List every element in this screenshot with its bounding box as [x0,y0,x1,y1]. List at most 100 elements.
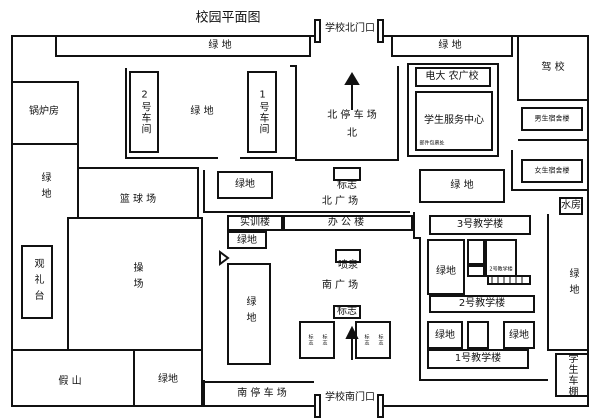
north-gate-pillar-left [314,19,321,43]
green-label-n2: 绿 地 [438,40,462,51]
workshop-1 [247,71,277,153]
green-b3 [427,239,465,295]
north-arrow [344,72,360,110]
right-green [547,214,588,351]
service-center [415,91,493,151]
plaque-c-label: 标志 [363,334,370,346]
girls-dorm-label: 女生宿舍楼 [534,166,570,175]
green-lower-label: 绿地 [158,374,178,385]
north-parking-label: 北 停 车 场 [327,110,377,121]
tv-univ [415,67,491,87]
water-room-label: 水房 [561,200,581,211]
green-small-label: 绿地 [237,235,257,246]
north-square-edge [203,170,410,213]
bldg1 [427,349,529,369]
south-gate-pillar-left [314,394,321,418]
green-b1-right [503,321,535,349]
green-b1-right-label: 绿地 [509,330,529,341]
service-center-label: 学生服务中心 [424,115,484,126]
office-label: 办 公 楼 [327,217,365,228]
driving-school-label: 驾 校 [541,62,565,73]
bldg2-label: 2号教学楼 [458,298,506,309]
green-label-workshop: 绿 地 [190,106,214,117]
fountain [335,249,361,263]
green-nsq-right-label: 绿 地 [450,180,474,191]
boys-dorm-label: 男生宿舍楼 [534,114,570,123]
bldg1-label: 1号教学楼 [454,353,502,364]
green-label-n1: 绿 地 [208,40,232,51]
bldg2 [429,295,535,313]
training-label: 实训楼 [240,217,270,228]
green-nsq-left-label: 绿地 [235,179,255,190]
green-small [227,231,267,249]
railing [487,275,531,285]
review-stand-label: 观礼台 [32,258,43,306]
plaque-group-right [355,321,391,359]
teaching-zone [413,212,548,381]
green-left-label: 绿地 [39,172,50,204]
service-small-label: 邮件包裹处 [419,140,445,147]
rockery-label: 假 山 [58,376,82,387]
girls-dorm [521,159,583,183]
small-bldg-b [467,265,485,277]
boys-dorm [521,107,583,131]
north-label: 北 [347,128,357,139]
service-block [407,63,499,157]
green-lower [133,349,203,407]
tv-univ-label: 电大 农广校 [425,71,479,82]
sign-south [333,305,361,319]
playground-label: 操场 [131,262,142,294]
basketball-label: 篮 球 场 [119,194,157,205]
workshop-2-label: 2号车间 [139,89,150,135]
green-right-label: 绿地 [567,268,578,300]
plaque-b-label: 标志 [321,334,328,346]
railing-hatch [491,276,523,284]
south-square-label: 南 广 场 [321,280,359,291]
review-stand [21,245,53,319]
north-square-label: 北 广 场 [321,196,359,207]
south-arrow [345,325,359,360]
bldg3 [429,215,531,235]
training-building [227,215,283,231]
triangle-marker [219,250,230,266]
north-gate-label: 学校北门口 [325,23,375,34]
office-building [283,215,413,231]
dorm-zone [511,150,588,191]
water-room [559,197,583,215]
driving-school [517,36,588,101]
green-b1-left [427,321,463,349]
south-gate-pillar-right [377,394,384,418]
sign-north-label: 标志 [337,180,357,191]
north-parking-lot [295,66,399,161]
south-parking-label: 南 停 车 场 [237,388,287,399]
green-b3-label: 绿地 [436,266,456,277]
bike-shed [555,353,589,397]
bldg2-small-label: 2号教学楼 [489,266,513,273]
boiler-label: 锅炉房 [29,106,59,117]
basketball-court [77,167,199,219]
north-green-right [391,35,513,57]
north-gate-pillar-right [377,19,384,43]
fountain-label: 喷泉 [338,260,358,271]
workshop-1-label: 1号车间 [257,89,268,135]
plaque-d-label: 标志 [377,334,384,346]
plaque-group-left [299,321,335,359]
small-bldg-c [467,321,489,349]
south-gate-label: 学校南门口 [325,392,375,403]
north-green-left [55,35,311,57]
green-nsq-right [419,169,505,203]
plaque-a-label: 标志 [307,334,314,346]
small-bldg-a [467,239,485,265]
sign-south-label: 标志 [337,306,357,317]
sign-north [333,167,361,181]
workshop-2 [129,71,159,153]
green-south-left-label: 绿地 [244,296,255,328]
green-b1-left-label: 绿地 [435,330,455,341]
workshop-boundary [125,68,218,159]
map-title: 校园平面图 [195,10,261,26]
bldg3-label: 3号教学楼 [456,219,504,230]
green-south-left [227,263,271,365]
bike-shed-label: 学生车棚 [566,353,577,397]
green-nsq-left [217,171,273,199]
